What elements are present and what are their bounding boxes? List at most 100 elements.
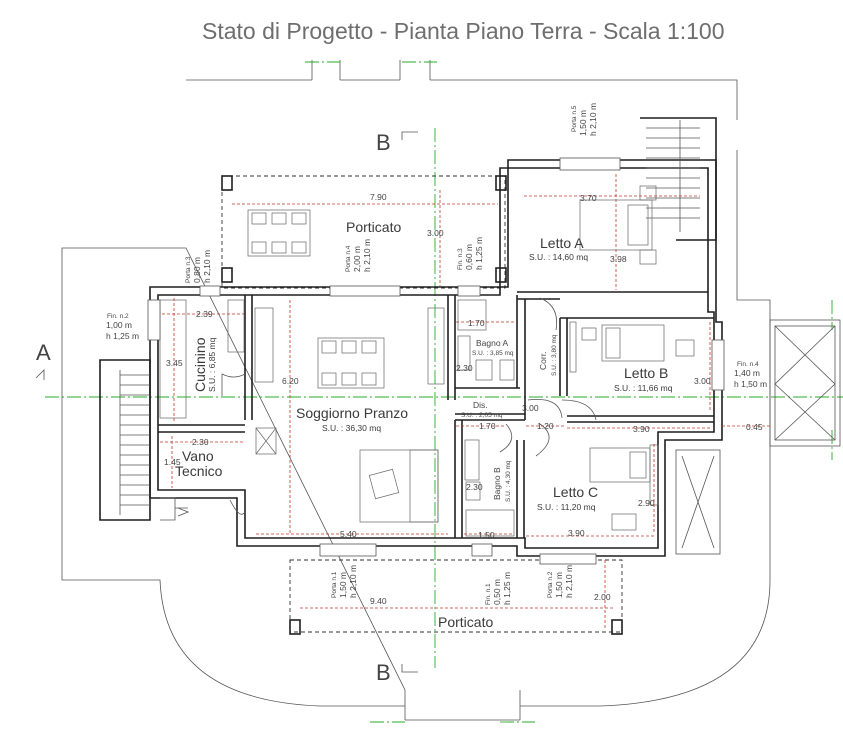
svg-text:1,50 m: 1,50 m [554,572,564,598]
svg-text:h 2,10 m: h 2,10 m [348,565,358,598]
room-vano-name-2: Tecnico [175,463,223,479]
svg-text:h 2,10 m: h 2,10 m [564,565,574,598]
section-marker-b-bottom: B [376,660,391,685]
room-letto-b-su: S.U. : 11,66 mq [614,383,673,393]
svg-text:1,00 m: 1,00 m [106,320,132,330]
svg-text:h 1,25 m: h 1,25 m [106,331,139,341]
opening-fin1: Fin. n.1 0,50 m h 1,25 m [485,572,512,605]
terrace-right [675,449,721,555]
svg-text:Fin. n.1: Fin. n.1 [485,583,492,605]
opening-porta2: Porta n.2 1,50 m h 2,10 m [547,565,574,598]
room-bagno-b-name: Bagno B [492,467,502,500]
pillar [495,267,507,283]
room-soggiorno-su: S.U. : 36,30 mq [322,423,381,433]
svg-text:0,50 m: 0,50 m [492,579,502,605]
room-letto-a-su: S.U. : 14,60 mq [529,252,588,262]
door-swings [221,297,597,515]
dim-porticato-top-w: 7.90 [370,192,387,202]
svg-text:2,00 m: 2,00 m [352,246,362,272]
dim-cucina-w: 2.39 [196,309,213,319]
dim-vano-w: 2.30 [192,437,209,447]
room-cucina-su: S.U. : 6,85 mq [207,337,217,392]
dim-bagno-a-w: 1.70 [468,318,485,328]
kitchen-counter [159,299,245,419]
svg-text:Porta n.4: Porta n.4 [345,245,352,272]
svg-text:1,40 m: 1,40 m [734,368,760,378]
room-bagno-b-su: S.U. : 4,30 mq [505,460,512,502]
bagno-b-fixtures [464,439,515,537]
opening-porta4: Porta n.4 2,00 m h 2,10 m [345,239,372,272]
bed-letto-b [569,321,695,373]
dim-bagno-b-w: 1.50 [478,530,495,540]
room-bagno-a-su: S.U. : 3,85 mq [472,350,514,357]
dim-dis-w: 1.70 [479,421,496,431]
bed-letto-c [589,444,659,531]
pillar [611,619,623,635]
wall-openings [147,157,725,565]
opening-fin3: Fin. n.3 0,60 m h 1,25 m [457,237,484,270]
room-corr-name: Corr. [538,352,548,370]
svg-text:Porta n.5: Porta n.5 [571,105,578,132]
room-letto-b-name: Letto B [624,365,668,381]
pillar [495,175,507,191]
dim-corr-w: 1.20 [537,421,554,431]
opening-porta5: Porta n.5 1,50 m h 2,10 m [571,103,598,136]
site-outline [61,79,771,707]
dim-letto-a-w: 3.70 [580,193,597,203]
room-vano-name-1: Vano [182,448,214,464]
room-soggiorno-name: Soggiorno Pranzo [296,405,408,421]
porticato-top-outline [221,175,506,289]
section-arrow-b-bottom [401,664,418,673]
svg-text:Porta n.1: Porta n.1 [331,571,338,598]
svg-text:h 2,10 m: h 2,10 m [588,103,598,136]
balcony-right [769,319,841,447]
svg-text:0,80 m: 0,80 m [192,257,202,283]
staircase-right [640,117,717,241]
section-arrow-b-top [401,131,418,140]
svg-text:Porta n.2: Porta n.2 [547,571,554,598]
section-marker-a: A [36,340,51,365]
pillar [221,175,233,191]
porticato-bottom-outline [289,559,623,633]
dim-soggiorno-w: 5.40 [340,529,357,539]
porch-table-top [247,209,311,257]
svg-text:0,60 m: 0,60 m [464,244,474,270]
dim-vano-h: 1.45 [164,457,181,467]
staircase-left [99,359,190,521]
pillar [221,267,233,283]
dim-bagno-b-h: 2.30 [466,482,483,492]
opening-porta3: Porta n.3 0,80 m h 2,10 m [185,250,212,283]
pillar [289,619,301,635]
room-letto-a-name: Letto A [540,235,584,251]
sofa-soggiorno [359,449,439,523]
room-corr-su: S.U. : 3,80 mq [551,334,558,376]
table-soggiorno [317,337,385,389]
dim-letto-b-w: 3.90 [633,424,650,434]
opening-porta1: Porta n.1 1,50 m h 2,10 m [331,565,358,598]
svg-text:h 1,25 m: h 1,25 m [474,237,484,270]
dim-letto-a-h: 3.98 [610,254,627,264]
section-arrow-a [35,369,45,380]
house-inner-wall [157,167,715,549]
dim-letto-b-h: 3.00 [694,376,711,386]
opening-fin2: Fin. n.2 1,00 m h 1,25 m [106,313,139,341]
porticato-bottom-label: Porticato [438,614,493,630]
dim-porticato-bottom-h: 2.00 [594,592,611,602]
dim-porticato-top-h: 3.00 [427,228,444,238]
dim-letto-c-w: 3.90 [568,528,585,538]
room-letto-c-su: S.U. : 11,20 mq [537,502,596,512]
room-letto-c-name: Letto C [553,484,598,500]
dim-bagno-a-h: 2.30 [456,363,473,373]
room-dis-su: S.U. : 2,05 mq [461,412,503,419]
svg-text:h 2,10 m: h 2,10 m [362,239,372,272]
svg-text:Fin. n.2: Fin. n.2 [107,313,129,320]
svg-text:Porta n.3: Porta n.3 [185,256,192,283]
svg-text:h 2,10 m: h 2,10 m [202,250,212,283]
vano-equipment [255,427,277,455]
dim-soggiorno-h: 6.20 [282,376,299,386]
house-outer-wall [149,159,723,557]
svg-text:Fin. n.3: Fin. n.3 [457,248,464,270]
cabinets-soggiorno [254,307,445,385]
svg-text:1,50 m: 1,50 m [578,110,588,136]
